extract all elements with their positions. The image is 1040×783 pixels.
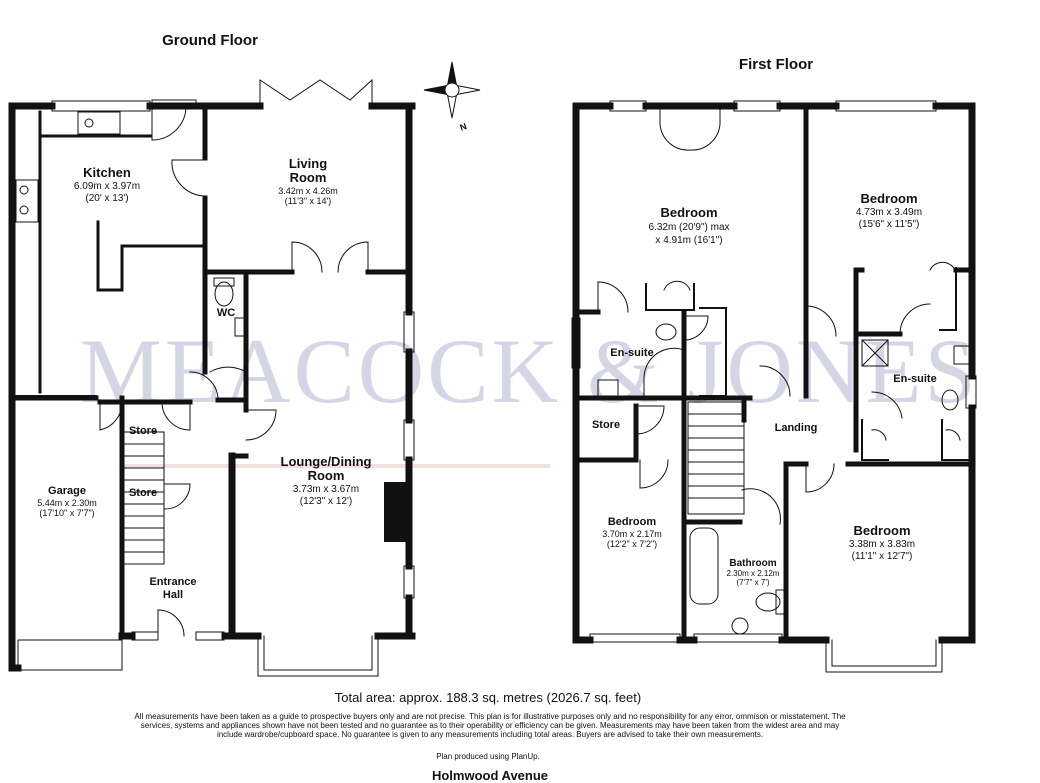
store-mid-name: Store [128,487,158,499]
street-name: Holmwood Avenue [431,768,549,783]
living-metric: 3.42m x 4.26m [278,186,338,196]
kitchen-imperial: (20' x 13') [85,193,129,204]
lounge-name-2: Room [307,468,345,483]
ensuite-right-name: En-suite [893,373,937,385]
bed-br-metric: 3.38m x 3.83m [848,539,916,550]
bed-small-metric: 3.70m x 2.17m [602,529,662,539]
bathroom-imperial: (7'7" x 7') [736,578,770,587]
total-area: Total area: approx. 188.3 sq. metres (20… [334,690,642,705]
ground-details [15,78,415,677]
ground-outer-walls [8,102,416,672]
kitchen-units [38,110,207,394]
wc-name: WC [216,307,236,319]
bed-small-name: Bedroom [607,516,657,528]
first-cupboards [645,267,973,461]
bed-small-imperial: (12'2" x 7'2") [606,539,658,549]
ff-store-name: Store [591,419,621,431]
kitchen-metric: 6.09m x 3.97m [73,181,141,192]
store-top-name: Store [128,425,158,437]
garage-name: Garage [48,485,86,497]
ground-interior-walls [9,103,412,639]
bed-main-imperial: x 4.91m (16'1") [655,235,723,246]
living-imperial: (11'3" x 14') [284,196,332,206]
lounge-imperial: (12'3" x 12') [299,496,353,507]
watermark: MEACOCK & JONES [80,320,979,422]
first-floor-title: First Floor [738,56,814,73]
ground-floor-plan [8,78,416,677]
garage-metric: 5.44m x 2.30m [37,498,97,508]
kitchen-name: Kitchen [83,165,131,180]
bathroom-name: Bathroom [729,558,777,569]
bed-right-name: Bedroom [860,191,918,206]
hall-name-2: Hall [162,589,184,601]
first-floor-plan [571,100,977,673]
living-name-2: Room [289,170,327,185]
bed-main-metric: 6.32m (20'9") max [648,222,730,233]
bed-br-imperial: (11'1" x 12'7") [851,551,913,562]
produced-by: Plan produced using PlanUp. [436,752,540,761]
bed-right-metric: 4.73m x 3.49m [855,207,923,218]
bed-br-name: Bedroom [853,523,911,538]
bed-right-imperial: (15'6" x 11'5") [858,219,920,230]
lounge-name-1: Lounge/Dining [280,454,372,469]
bathroom-metric: 2.30m x 2.12m [726,569,780,578]
bed-main-name: Bedroom [660,205,718,220]
lounge-metric: 3.73m x 3.67m [292,484,360,495]
ensuite-left-name: En-suite [610,347,654,359]
compass-rose-icon [423,61,481,119]
watermark-underline [120,464,550,468]
first-details [571,100,977,673]
living-name-1: Living [288,156,328,171]
first-outer-walls [572,102,976,644]
hall-name-1: Entrance [149,576,197,588]
landing-name: Landing [774,422,818,434]
disclaimer: All measurements have been taken as a gu… [134,712,846,739]
garage-imperial: (17'10" x 7'7") [39,508,95,518]
ground-floor-title: Ground Floor [162,32,258,49]
